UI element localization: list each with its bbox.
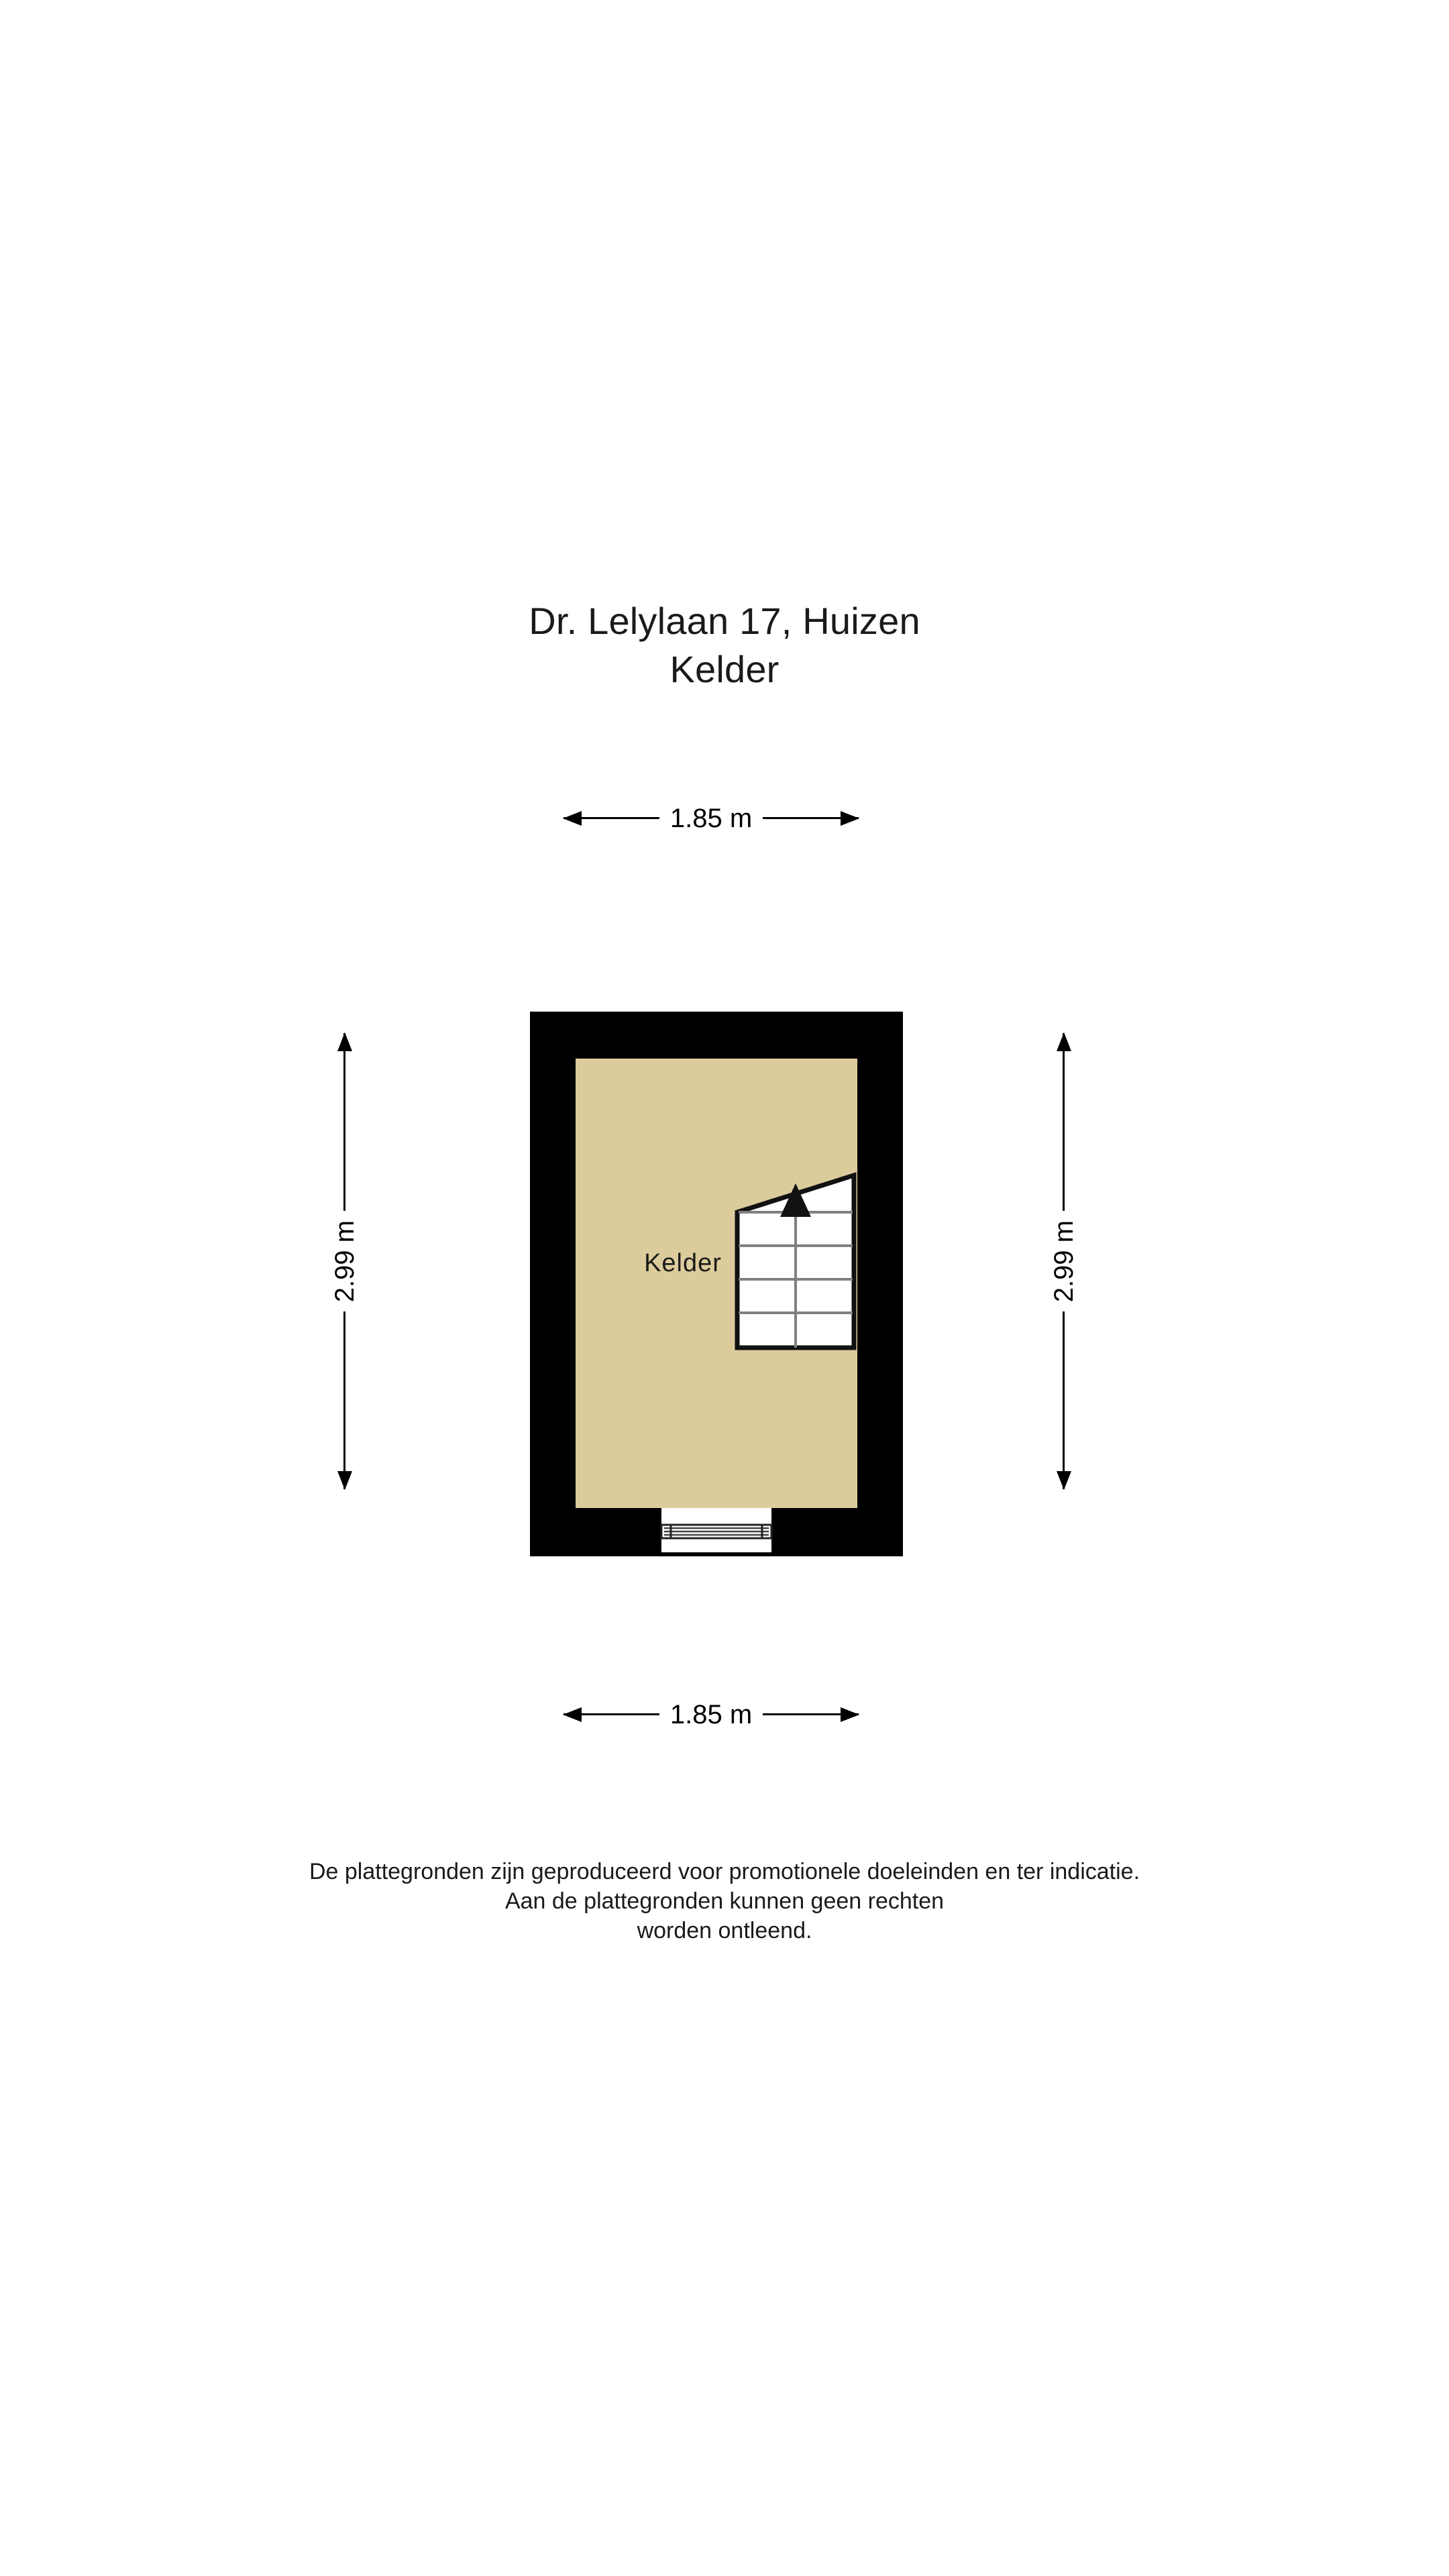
floor-plan-svg — [530, 1012, 903, 1556]
property-address: Dr. Lelylaan 17, Huizen — [529, 600, 920, 642]
page-title: Dr. Lelylaan 17, Huizen Kelder — [0, 597, 1449, 694]
disclaimer-line-3: worden ontleend. — [637, 1918, 812, 1943]
dimension-top-arrow-left — [563, 811, 659, 826]
dimension-left-arrow-bottom — [337, 1311, 352, 1490]
dimension-bottom-arrow-right — [763, 1707, 859, 1722]
dimension-bottom-arrow-left — [563, 1707, 659, 1722]
dimension-bottom-label: 1.85 m — [669, 1700, 753, 1729]
dimension-right-arrow-top — [1057, 1032, 1071, 1211]
window-symbol — [660, 1508, 773, 1552]
up-arrow-icon — [780, 1183, 811, 1217]
dimension-top-label: 1.85 m — [669, 804, 753, 833]
floor-plan-drawing: Kelder — [529, 1010, 904, 1556]
dimension-top-arrow-right — [763, 811, 859, 826]
dimension-left-label: 2.99 m — [330, 1220, 360, 1303]
disclaimer-note: De plattegronden zijn geproduceerd voor … — [0, 1857, 1449, 1945]
dimension-right-arrow-bottom — [1057, 1311, 1071, 1490]
disclaimer-line-1: De plattegronden zijn geproduceerd voor … — [309, 1859, 1140, 1884]
dimension-left-arrow-top — [337, 1032, 352, 1211]
floor-name: Kelder — [669, 648, 780, 690]
dimension-right: 2.99 m — [1049, 1032, 1079, 1490]
dimension-right-label: 2.99 m — [1049, 1220, 1079, 1303]
disclaimer-line-2: Aan de plattegronden kunnen geen rechten — [504, 1888, 945, 1914]
dimension-left: 2.99 m — [330, 1032, 360, 1490]
dimension-top: 1.85 m — [563, 804, 859, 833]
dimension-bottom: 1.85 m — [563, 1700, 859, 1729]
